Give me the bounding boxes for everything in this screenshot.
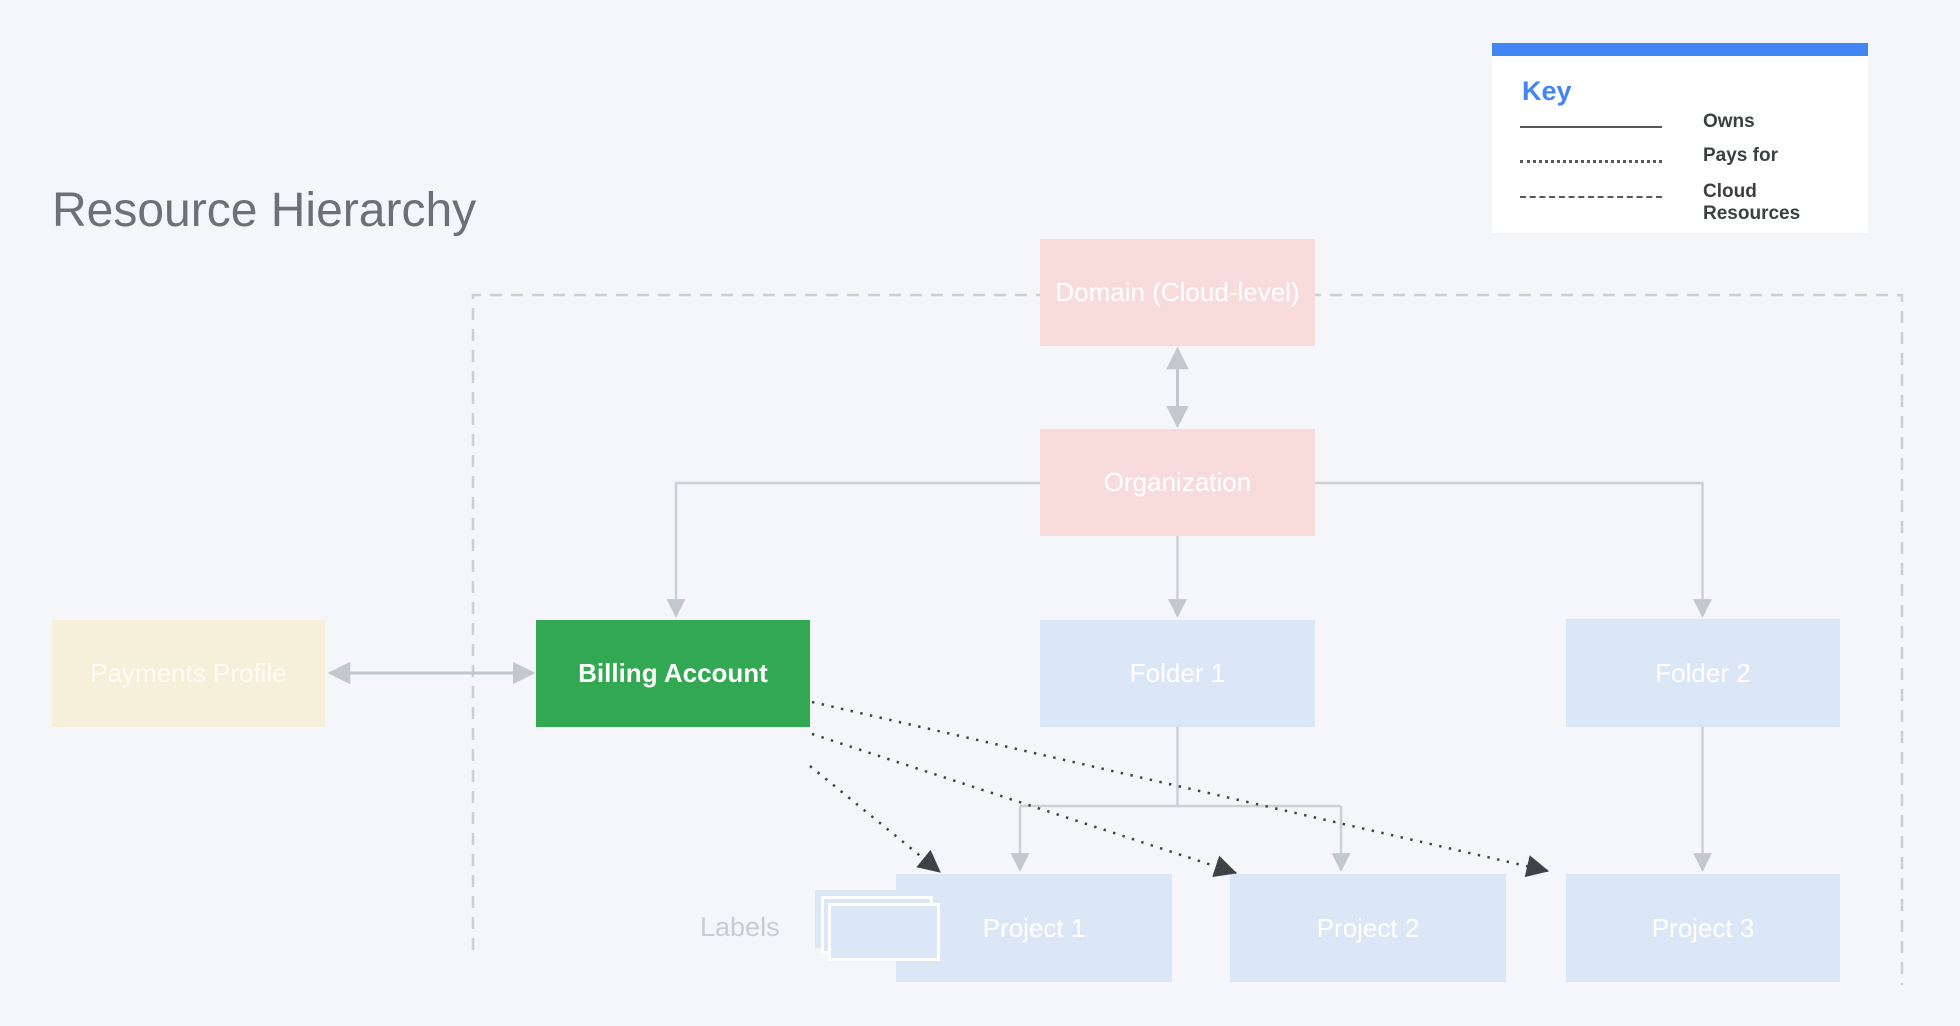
node-payments-profile: Payments Profile [52, 620, 325, 727]
page-title: Resource Hierarchy [52, 184, 477, 237]
organization-folder2-connector [1315, 481, 1712, 618]
owns-legend-label: Owns [1703, 111, 1755, 132]
node-folder-2: Folder 2 [1566, 619, 1840, 727]
key-panel: Key Owns Pays for Cloud Resources [1492, 43, 1868, 233]
node-organization: Organization [1040, 429, 1315, 536]
node-organization-label: Organization [1103, 467, 1252, 497]
key-heading: Key [1522, 76, 1572, 106]
billing-paysfor-project3-arrow [811, 700, 1550, 878]
pays-for-legend-label: Pays for [1703, 145, 1778, 166]
node-folder-1-label: Folder 1 [1129, 658, 1226, 688]
billing-paysfor-project2-arrow [811, 732, 1238, 878]
billing-paysfor-project1-arrow [809, 765, 941, 873]
node-project-2: Project 2 [1230, 874, 1506, 982]
labels-caption: Labels [700, 912, 780, 942]
node-payments-profile-label: Payments Profile [90, 658, 287, 688]
key-accent-bar [1492, 43, 1868, 56]
node-project-3: Project 3 [1566, 874, 1840, 982]
node-project-1: Project 1 [896, 874, 1172, 982]
label-card-front [828, 903, 940, 961]
node-project-3-label: Project 3 [1651, 912, 1755, 943]
node-billing-account: Billing Account [536, 620, 810, 727]
key-body: Key Owns Pays for Cloud Resources [1492, 56, 1868, 233]
cloud-resources-legend-label: Cloud Resources [1703, 181, 1801, 225]
node-project-1-label: Project 1 [982, 912, 1086, 943]
owns-line-sample [1520, 126, 1662, 128]
cloud-resources-line-sample [1520, 196, 1662, 198]
node-domain: Domain (Cloud-level) [1040, 239, 1315, 346]
node-project-2-label: Project 2 [1316, 912, 1420, 943]
pays-for-line-sample [1520, 160, 1662, 163]
node-folder-1: Folder 1 [1040, 620, 1315, 727]
node-folder-2-label: Folder 2 [1655, 657, 1751, 688]
organization-billing-connector [666, 481, 1040, 618]
node-domain-label: Domain (Cloud-level) [1055, 277, 1300, 307]
node-billing-account-label: Billing Account [578, 658, 768, 688]
